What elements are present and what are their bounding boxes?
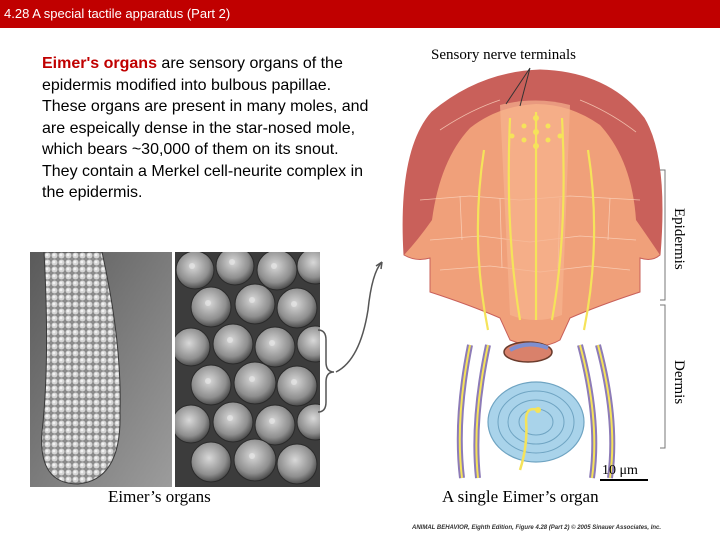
epidermis-outer bbox=[402, 69, 663, 347]
caption-single-organ: A single Eimer’s organ bbox=[442, 487, 599, 506]
label-sensory-nerve-terminals: Sensory nerve terminals bbox=[431, 47, 576, 63]
photo-brace bbox=[317, 329, 335, 413]
sem-photo-closeup bbox=[175, 252, 320, 487]
caption-eimers-organs: Eimer’s organs bbox=[108, 487, 211, 506]
slide-title: 4.28 A special tactile apparatus (Part 2… bbox=[4, 6, 231, 21]
sensory-terminals bbox=[476, 112, 596, 331]
label-epidermis: Epidermis bbox=[671, 208, 687, 270]
term-eimers-organs: Eimer's organs bbox=[42, 55, 157, 72]
nerve-fibers bbox=[456, 344, 616, 479]
body-paragraph: Eimer's organs are sensory organs of the… bbox=[42, 53, 372, 204]
label-dermis: Dermis bbox=[671, 360, 687, 405]
sem-photo-snout bbox=[30, 252, 172, 487]
body-description: are sensory organs of the epidermis modi… bbox=[42, 55, 369, 201]
figure-credit: ANIMAL BEHAVIOR, Eighth Edition, Figure … bbox=[412, 525, 662, 531]
lamellated-corpuscle bbox=[487, 381, 585, 471]
scale-bar-label: 10 μm bbox=[602, 463, 638, 478]
epidermis-cap bbox=[403, 70, 662, 255]
title-bar bbox=[0, 0, 720, 28]
pointer-arrow bbox=[335, 261, 383, 373]
terminals-leader bbox=[505, 67, 531, 107]
merkel-complex bbox=[503, 341, 553, 363]
